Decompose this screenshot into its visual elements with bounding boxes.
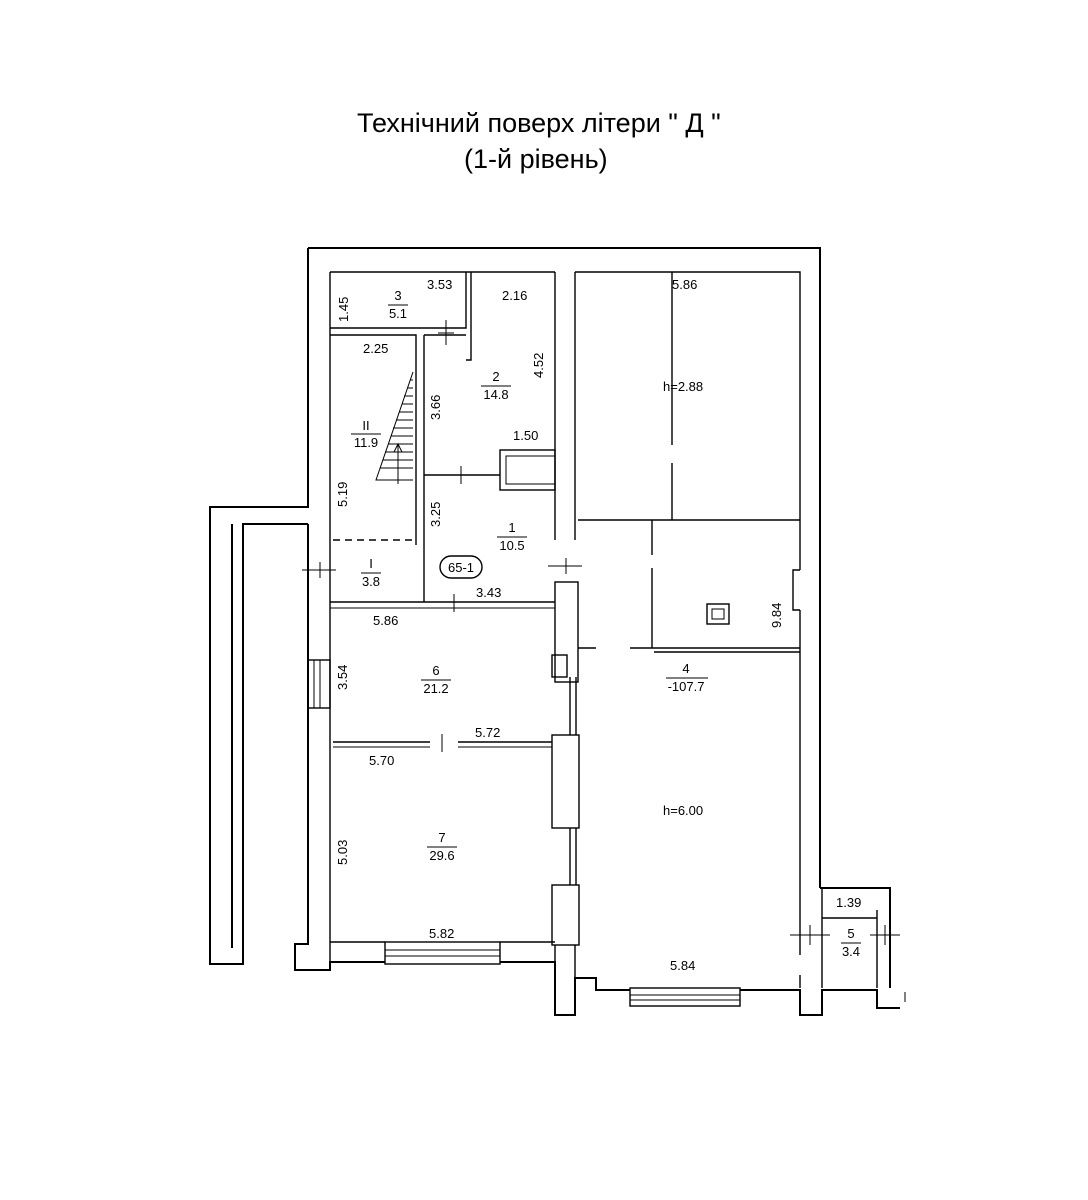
dim-5-86-a: 5.86	[373, 613, 398, 628]
dim-5-82: 5.82	[429, 926, 454, 941]
dim-2-25: 2.25	[363, 341, 388, 356]
plan-badge-text: 65-1	[448, 560, 474, 575]
room-1-number: 1	[508, 520, 515, 535]
outer-walls	[209, 247, 900, 1016]
dim-3-43: 3.43	[476, 585, 501, 600]
room-2-number: 2	[492, 369, 499, 384]
room-II-label: II 11.9	[351, 418, 381, 450]
plan-title-line-2: (1-й рівень)	[464, 144, 608, 174]
room-3-number: 3	[394, 288, 401, 303]
room-7-area: 29.6	[429, 848, 454, 863]
room-4-number: 4	[682, 661, 689, 676]
stair-treads	[380, 379, 413, 469]
dim-5-84: 5.84	[670, 958, 695, 973]
dim-1-50: 1.50	[513, 428, 538, 443]
room-II-number: II	[362, 418, 369, 433]
dim-1-45: 1.45	[336, 297, 351, 322]
room-1-area: 10.5	[499, 538, 524, 553]
room-2-area: 14.8	[483, 387, 508, 402]
dim-1-39: 1.39	[836, 895, 861, 910]
dim-5-70: 5.70	[369, 753, 394, 768]
height-upper-label: h=2.88	[663, 379, 703, 394]
dimension-labels: 3.53 1.45 2.16 4.52 2.25 3.66 5.19 1.50 …	[335, 277, 861, 973]
dim-9-84: 9.84	[769, 603, 784, 628]
room-4-label: 4 -107.7	[666, 661, 708, 694]
room-2-label: 2 14.8	[481, 369, 511, 402]
door-marks	[302, 320, 906, 1002]
dim-5-03: 5.03	[335, 840, 350, 865]
windows	[307, 659, 741, 1007]
room-I-number: I	[369, 556, 373, 571]
room-5-number: 5	[847, 926, 854, 941]
room-II-area: 11.9	[354, 435, 378, 450]
dim-3-54: 3.54	[335, 665, 350, 690]
room-6-number: 6	[432, 663, 439, 678]
dim-3-25: 3.25	[428, 502, 443, 527]
interior-partitions	[330, 272, 878, 988]
room-5-label: 5 3.4	[841, 926, 861, 959]
room-4-area: -107.7	[668, 679, 705, 694]
plan-title-line-1: Технічний поверх літери " Д "	[357, 108, 721, 138]
room-I-area: 3.8	[362, 574, 380, 589]
dim-5-86-b: 5.86	[672, 277, 697, 292]
room-6-label: 6 21.2	[421, 663, 451, 696]
height-main-label: h=6.00	[663, 803, 703, 818]
dim-4-52: 4.52	[531, 353, 546, 378]
dim-5-19: 5.19	[335, 482, 350, 507]
plan-badge: 65-1	[439, 555, 483, 579]
dim-5-72: 5.72	[475, 725, 500, 740]
room-I-label: I 3.8	[361, 556, 381, 589]
dim-3-66: 3.66	[428, 395, 443, 420]
room-3-label: 3 5.1	[388, 288, 408, 321]
room-5-area: 3.4	[842, 944, 860, 959]
room-3-area: 5.1	[389, 306, 407, 321]
room-7-label: 7 29.6	[427, 830, 457, 863]
dim-2-16: 2.16	[502, 288, 527, 303]
room-7-number: 7	[438, 830, 445, 845]
dim-3-53: 3.53	[427, 277, 452, 292]
room-1-label: 1 10.5	[497, 520, 527, 553]
room-6-area: 21.2	[423, 681, 448, 696]
